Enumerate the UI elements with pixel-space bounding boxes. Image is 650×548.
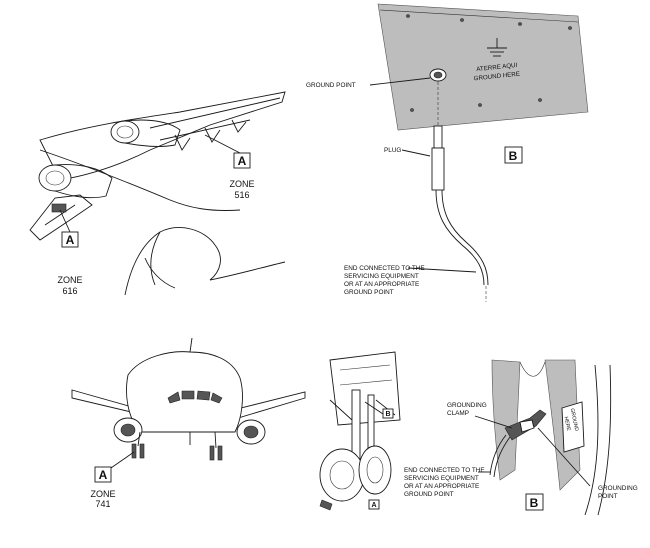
end-note-top-4: GROUND POINT	[344, 289, 394, 296]
zone-label-741: ZONE	[90, 489, 115, 499]
end-note-bottom-4: GROUND POINT	[404, 491, 454, 498]
grounding-clamp-label-2: CLAMP	[447, 410, 469, 417]
aircraft-front-illustration	[71, 337, 306, 461]
view-b-letter-bottom: B	[530, 496, 539, 510]
callout-letter-a-gear: A	[371, 502, 376, 509]
grounding-clamp-illustration	[489, 359, 612, 516]
panel-text-line1: ATERRE AQUI	[476, 62, 518, 73]
placard-text-2: HERE	[563, 416, 572, 432]
grounding-clamp-label-1: GROUNDING	[447, 402, 487, 409]
ground-here-placard	[561, 401, 585, 453]
callout-letter-a-741: A	[99, 468, 108, 482]
ground-point-label: GROUND POINT	[306, 82, 356, 89]
wing-engine-illustration	[29, 91, 286, 296]
placard-text-1: GROUND	[569, 408, 580, 432]
end-note-bottom-2: SERVICING EQUIPMENT	[404, 475, 479, 482]
ground-panel-detail	[377, 3, 589, 131]
callout-zone-616: A ZONE 616	[57, 231, 83, 296]
callout-box-a-741	[94, 466, 112, 483]
end-note-top-3: OR AT AN APPROPRIATE	[344, 281, 419, 288]
ground-symbol-icon	[487, 38, 507, 57]
callout-box-a-516	[233, 152, 251, 169]
callout-zone-516: A ZONE 516	[229, 152, 255, 200]
panel-text-line2: GROUND HERE	[473, 71, 520, 83]
callout-box-a-616	[61, 231, 79, 248]
zone-number-516: 516	[234, 190, 249, 200]
zone-number-741: 741	[95, 499, 110, 509]
end-note-bottom-1: END CONNECTED TO THE	[404, 467, 485, 474]
plug-and-cable	[431, 125, 489, 302]
view-b-letter-top: B	[509, 149, 518, 163]
callout-box-b-gear	[382, 408, 394, 419]
end-note-top-2: SERVICING EQUIPMENT	[344, 273, 419, 280]
zone-label-616: ZONE	[57, 275, 82, 285]
landing-gear-illustration	[319, 351, 401, 511]
view-b-box-top	[504, 146, 523, 164]
plug-label: PLUG	[384, 147, 401, 154]
zone-number-616: 616	[62, 286, 77, 296]
callout-letter-a-516: A	[238, 154, 247, 168]
end-note-top-1: END CONNECTED TO THE	[344, 265, 425, 272]
callout-letter-a-616: A	[66, 233, 75, 247]
callout-letter-b-gear: B	[385, 411, 390, 418]
view-b-box-bottom	[525, 493, 544, 511]
zone-label-516: ZONE	[229, 179, 254, 189]
end-note-bottom-3: OR AT AN APPROPRIATE	[404, 483, 479, 490]
grounding-point-label-2: POINT	[598, 493, 618, 500]
grounding-point-label-1: GROUNDING	[598, 485, 638, 492]
callout-box-a-gear	[368, 499, 380, 510]
